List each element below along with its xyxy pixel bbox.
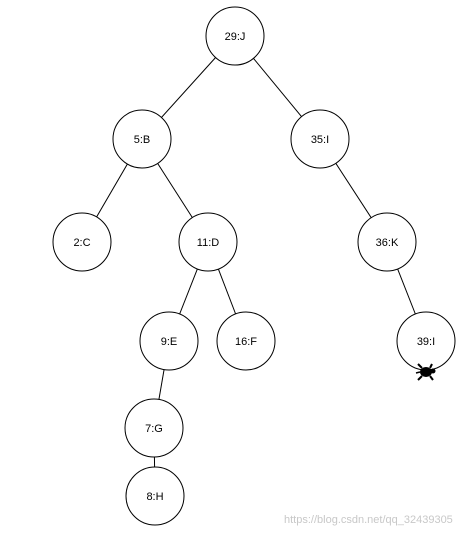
- tree-node: 29:J: [205, 6, 265, 66]
- tree-node-circle: [125, 466, 185, 526]
- tree-node-circle: [205, 6, 265, 66]
- tree-node-label: 2:C: [73, 237, 90, 249]
- tree-node: 9:E: [139, 311, 199, 371]
- tree-node-label: 5:B: [134, 134, 151, 146]
- tree-node-label: 16:F: [235, 336, 257, 348]
- tree-node: 39:I: [396, 311, 456, 371]
- tree-node-label: 8:H: [146, 491, 163, 503]
- watermark-text: https://blog.csdn.net/qq_32439305: [284, 514, 453, 526]
- tree-node-label: 36:K: [376, 237, 399, 249]
- tree-node-label: 35:I: [311, 134, 329, 146]
- tree-node: 36:K: [357, 212, 417, 272]
- tree-nodes: 29:J 5:B 35:I 2:C 11:D 36:K 9:E 16:F 39:I 7:G 8:H: [52, 6, 456, 526]
- turtle-icon: [415, 363, 436, 381]
- tree-node: 11:D: [178, 212, 238, 272]
- tree-node-label: 9:E: [161, 336, 178, 348]
- tree-node-circle: [357, 212, 417, 272]
- tree-node: 5:B: [112, 109, 172, 169]
- tree-node-circle: [290, 109, 350, 169]
- tree-node: 2:C: [52, 212, 112, 272]
- tree-node: 16:F: [216, 311, 276, 371]
- tree-node-label: 39:I: [417, 336, 435, 348]
- tree-node-label: 29:J: [225, 31, 246, 43]
- tree-node-circle: [178, 212, 238, 272]
- tree-node-circle: [216, 311, 276, 371]
- tree-node: 7:G: [124, 398, 184, 458]
- tree-node-circle: [112, 109, 172, 169]
- tree-node-circle: [124, 398, 184, 458]
- tree-node-circle: [139, 311, 199, 371]
- tree-node: 35:I: [290, 109, 350, 169]
- tree-node-label: 7:G: [145, 423, 163, 435]
- tree-node-label: 11:D: [197, 237, 219, 249]
- tree-node: 8:H: [125, 466, 185, 526]
- tree-node-circle: [52, 212, 112, 272]
